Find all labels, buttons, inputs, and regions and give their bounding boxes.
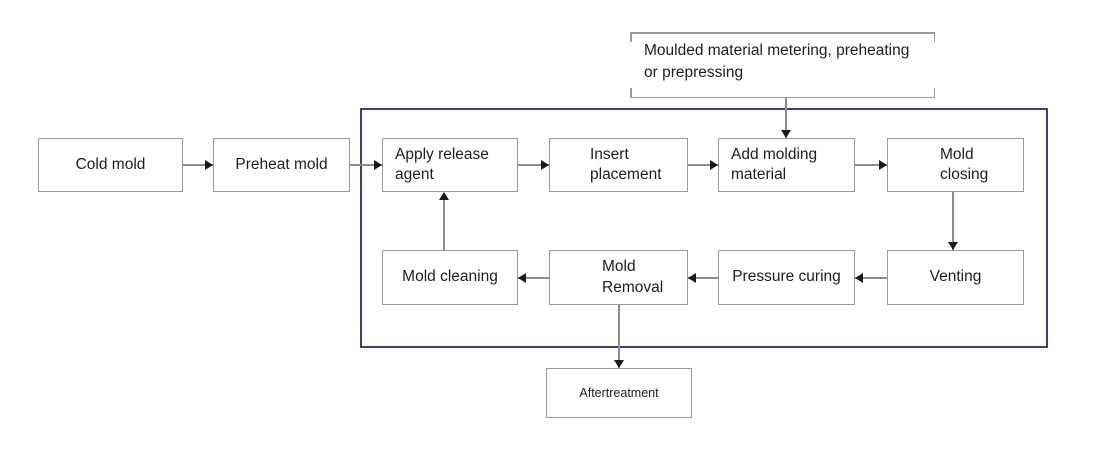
callout-edge-right-bottom xyxy=(933,88,935,98)
node-cold-mold[interactable]: Cold mold xyxy=(38,138,183,192)
arrowhead-to-apply-release-agent-bottom xyxy=(439,192,449,200)
node-pressure-curing[interactable]: Pressure curing xyxy=(718,250,855,305)
molding-cycle-group-box xyxy=(360,108,1048,348)
node-add-molding-material[interactable]: Add molding material xyxy=(718,138,855,192)
node-apply-release-agent-line-1: Apply release xyxy=(395,145,489,163)
connector-mold-removal-to-aftertreatment xyxy=(618,305,620,368)
callout-edge-top xyxy=(630,32,935,34)
node-mold-removal[interactable]: Mold Removal xyxy=(549,250,688,305)
arrowhead-to-mold-removal xyxy=(688,273,696,283)
callout-line-1: Moulded material metering, preheating xyxy=(644,42,910,59)
arrowhead-to-pressure-curing xyxy=(855,273,863,283)
arrowhead-to-apply-release-agent xyxy=(374,160,382,170)
arrowhead-to-venting xyxy=(948,242,958,250)
connector-cold-mold-to-preheat-mold xyxy=(183,164,213,166)
connector-mold-closing-to-venting xyxy=(952,192,954,250)
node-mold-closing[interactable]: Mold closing xyxy=(887,138,1024,192)
callout-line-2: or prepressing xyxy=(644,64,744,82)
node-mold-cleaning-line-1: Mold cleaning xyxy=(402,268,498,286)
arrowhead-to-aftertreatment xyxy=(614,360,624,368)
node-apply-release-agent-line-2: agent xyxy=(395,166,434,183)
connector-venting-to-pressure-curing xyxy=(855,277,887,279)
callout-edge-left-bottom xyxy=(630,88,632,98)
callout-edge-bottom xyxy=(630,96,935,98)
arrowhead-to-insert-placement xyxy=(541,160,549,170)
node-mold-cleaning[interactable]: Mold cleaning xyxy=(382,250,518,305)
callout-edge-right-top xyxy=(933,32,935,42)
node-mold-removal-line-1: Mold xyxy=(602,258,636,276)
node-cold-mold-line-1: Cold mold xyxy=(75,155,146,173)
arrowhead-to-mold-closing xyxy=(879,160,887,170)
arrowhead-to-mold-cleaning xyxy=(518,273,526,283)
connector-insert-placement-to-add-molding xyxy=(688,164,718,166)
moulded-material-note: Moulded material metering, preheating or… xyxy=(630,32,935,98)
node-venting-line-1: Venting xyxy=(929,268,982,286)
node-insert-placement-line-2: placement xyxy=(590,166,662,183)
node-preheat-mold-line-1: Preheat mold xyxy=(235,155,328,173)
node-aftertreatment[interactable]: Aftertreatment xyxy=(546,368,692,418)
node-insert-placement[interactable]: Insert placement xyxy=(549,138,688,192)
node-preheat-mold[interactable]: Preheat mold xyxy=(213,138,350,192)
node-aftertreatment-line-1: Aftertreatment xyxy=(579,385,659,400)
arrowhead-to-preheat-mold xyxy=(205,160,213,170)
connector-preheat-mold-to-apply-release xyxy=(350,164,382,166)
connector-add-molding-to-mold-closing xyxy=(855,164,887,166)
connector-mold-removal-to-mold-cleaning xyxy=(518,277,549,279)
connector-apply-release-to-insert-placement xyxy=(518,164,549,166)
node-mold-removal-line-2: Removal xyxy=(602,278,664,296)
node-add-molding-material-line-1: Add molding xyxy=(731,145,818,163)
connector-mold-cleaning-to-apply-release xyxy=(443,198,445,250)
connector-note-to-add-molding-material xyxy=(785,98,787,138)
node-insert-placement-line-1: Insert xyxy=(590,145,629,163)
node-apply-release-agent[interactable]: Apply release agent xyxy=(382,138,518,192)
node-pressure-curing-line-1: Pressure curing xyxy=(732,268,841,286)
arrowhead-to-add-molding-material-top xyxy=(781,130,791,138)
node-add-molding-material-line-2: material xyxy=(731,166,787,183)
node-mold-closing-line-2: closing xyxy=(940,166,989,183)
arrowhead-to-add-molding-material xyxy=(710,160,718,170)
node-mold-closing-line-1: Mold xyxy=(940,145,974,163)
node-venting[interactable]: Venting xyxy=(887,250,1024,305)
callout-edge-left-top xyxy=(630,32,632,42)
connector-pressure-curing-to-mold-removal xyxy=(688,277,718,279)
